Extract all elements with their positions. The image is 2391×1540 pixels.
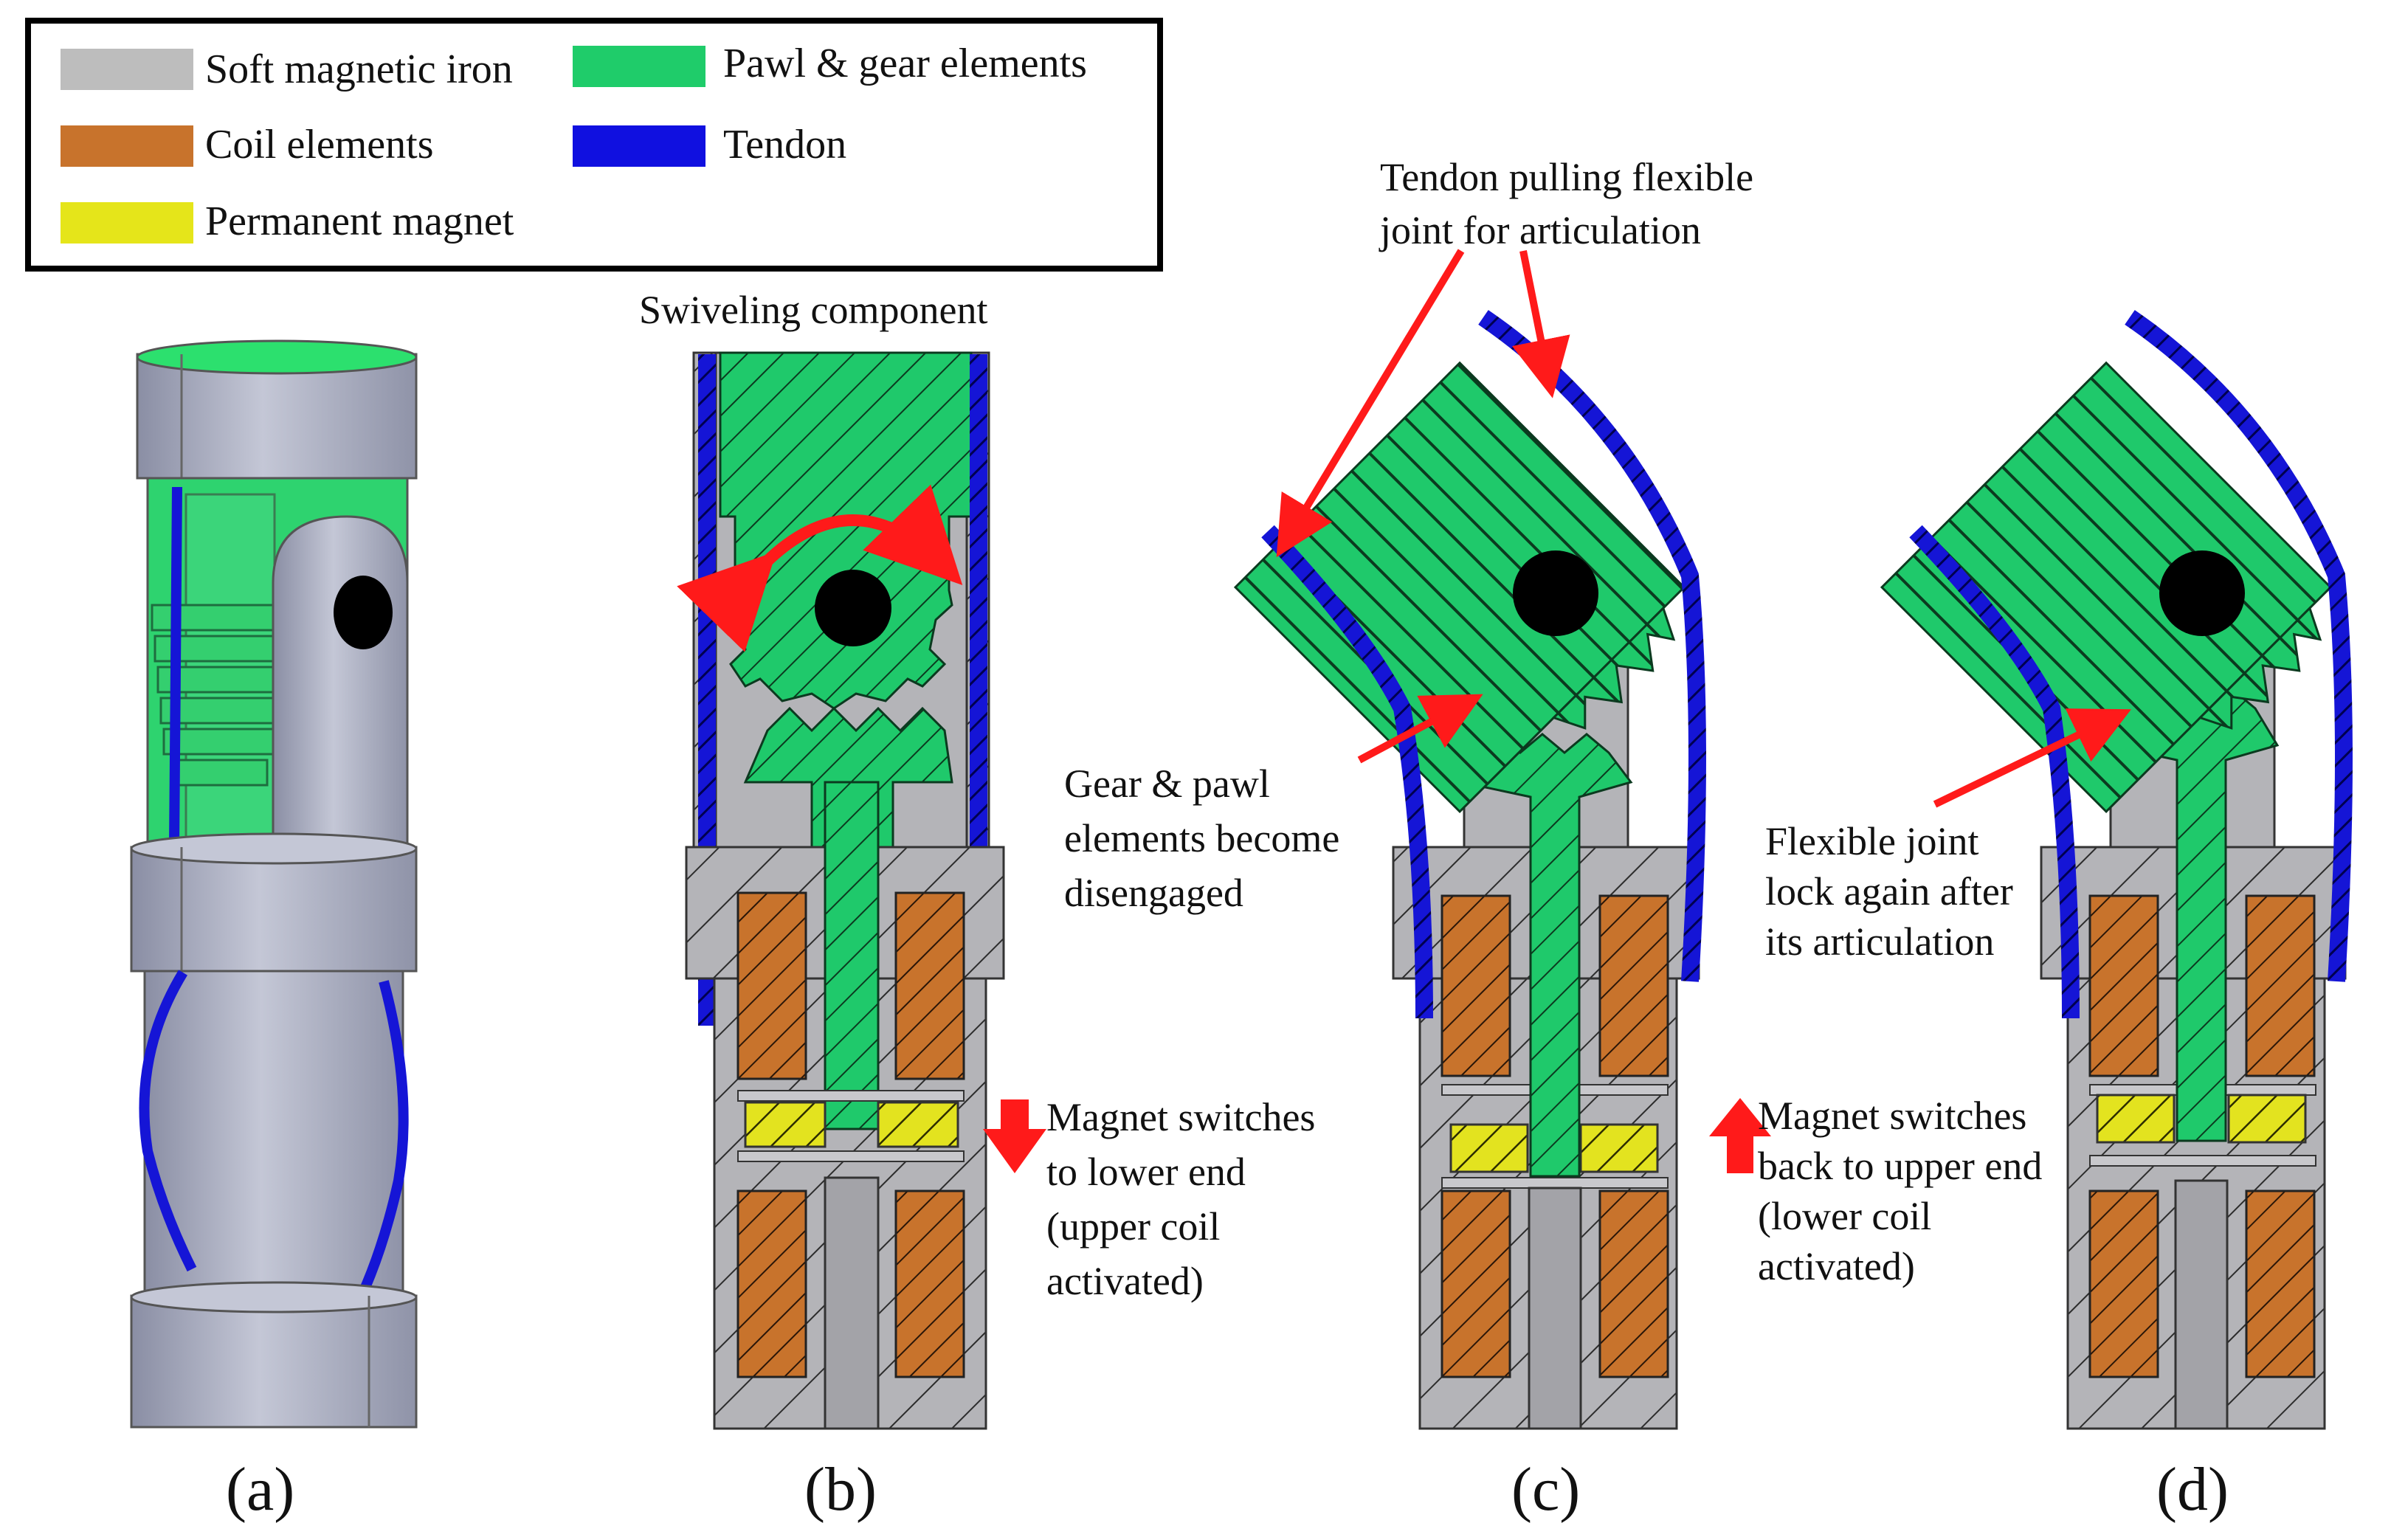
pivot-hole [815,570,891,646]
magnet-left [1449,1123,1529,1173]
tendon-helix-right [356,980,409,1298]
magnet-right [1579,1123,1659,1173]
panel-label-b: (b) [804,1455,877,1524]
lower-rod [2174,1179,2229,1430]
panel-label-a: (a) [226,1455,294,1524]
svg-text:Tendon pulling flexible: Tendon pulling flexible [1380,155,1753,199]
swivel-arrow [677,484,963,652]
svg-text:back to upper end: back to upper end [1758,1144,2042,1188]
tendon-note-c: Tendon pulling flexible joint for articu… [1379,155,1753,252]
pawl [1459,733,1633,1178]
tendon-left [1261,525,1433,1019]
lower-coil-right [1598,1189,1669,1378]
svg-text:Magnet switches: Magnet switches [1758,1094,2026,1138]
top-ring-opening [136,339,418,375]
svg-text:its articulation: its articulation [1765,919,1994,964]
lower-rod [1528,1187,1582,1430]
tendon-left [1909,525,2080,1019]
lower-coil-right [894,1189,965,1378]
legend-label-iron: Soft magnetic iron [205,46,513,92]
magnet-left [2096,1094,2176,1144]
legend-label-coil: Coil elements [205,122,434,168]
svg-text:Gear & pawl: Gear & pawl [1064,762,1270,806]
magnet-note-b: Magnet switches to lower end (upper coil… [1046,1095,1315,1303]
pivot-hole [2159,550,2245,636]
svg-text:Magnet switches: Magnet switches [1046,1095,1315,1139]
svg-text:activated): activated) [1046,1259,1204,1303]
legend-swatch-tendon [573,125,705,167]
legend-swatch-coil [61,125,193,167]
panel-label-c: (c) [1511,1455,1580,1524]
panel-a: (a) [130,339,418,1524]
tendon-arrow-right [1512,250,1570,398]
panel-label-d: (d) [2156,1455,2229,1524]
svg-text:to lower end: to lower end [1046,1150,1246,1194]
svg-text:lock again after: lock again after [1765,869,2013,914]
lock-arrow-d [1933,708,2132,808]
lower-coil-left [2088,1189,2159,1378]
pivot-hole [1513,550,1598,636]
middle-ring [130,846,418,973]
magnet-right [2227,1094,2307,1144]
lock-note-d: Flexible joint lock again after its arti… [1765,819,2013,964]
tendon-upper [169,486,182,848]
gear-arrow-c [1357,694,1483,764]
magnet-right [877,1101,959,1148]
legend-swatch-iron [61,49,193,90]
swivel-gear-block [719,351,973,710]
legend: Soft magnetic iron Pawl & gear elements … [25,18,1163,272]
legend-swatch-gear [573,46,705,87]
upper-coil-left [2088,894,2159,1077]
swivel-gear-block [1233,361,1686,814]
magnet-note-c: Magnet switches back to upper end (lower… [1758,1094,2042,1288]
svg-text:Flexible joint: Flexible joint [1765,819,1979,863]
panel-c: Tendon pulling flexible joint for articu… [1064,155,2042,1524]
tendon-helix-left [139,970,197,1272]
panel-b: Swiveling component Magnet switches to [639,288,1315,1524]
lower-coil-right [2245,1189,2316,1378]
swivel-gear-block [1880,361,2333,814]
lower-coil-left [1441,1189,1511,1378]
svg-text:(lower coil: (lower coil [1758,1194,1931,1238]
lower-rod [824,1176,880,1430]
lower-coil-left [736,1189,807,1378]
svg-text:disengaged: disengaged [1064,871,1243,915]
svg-text:(upper coil: (upper coil [1046,1204,1220,1249]
upper-coil-right [894,891,965,1080]
magnet-left [744,1101,827,1148]
upper-coil-left [1441,894,1511,1077]
tendon-right [2125,310,2353,982]
pivot-hole [334,576,393,649]
panel-b-title: Swiveling component [639,288,987,332]
swivel-tab [272,515,409,849]
legend-label-gear: Pawl & gear elements [723,41,1087,86]
bottom-ring [130,1294,418,1429]
upper-coil-right [2245,894,2316,1077]
tendon-arrow-left [1276,249,1465,558]
legend-label-tendon: Tendon [723,122,846,168]
svg-text:activated): activated) [1758,1244,1915,1288]
panel-d: Flexible joint lock again after its arti… [1765,310,2353,1524]
svg-text:elements become: elements become [1064,816,1339,860]
gear-note-c: Gear & pawl elements become disengaged [1064,762,1339,915]
shaft [824,781,880,1130]
upper-coil-left [736,891,807,1080]
lower-body [143,970,404,1297]
legend-swatch-magnet [61,202,193,244]
magnet-up-arrow [1709,1098,1771,1173]
magnet-down-arrow [983,1099,1046,1173]
top-ring [136,353,418,480]
legend-label-magnet: Permanent magnet [205,198,514,244]
upper-coil-right [1598,894,1669,1077]
svg-text:joint for articulation: joint for articulation [1379,208,1701,252]
